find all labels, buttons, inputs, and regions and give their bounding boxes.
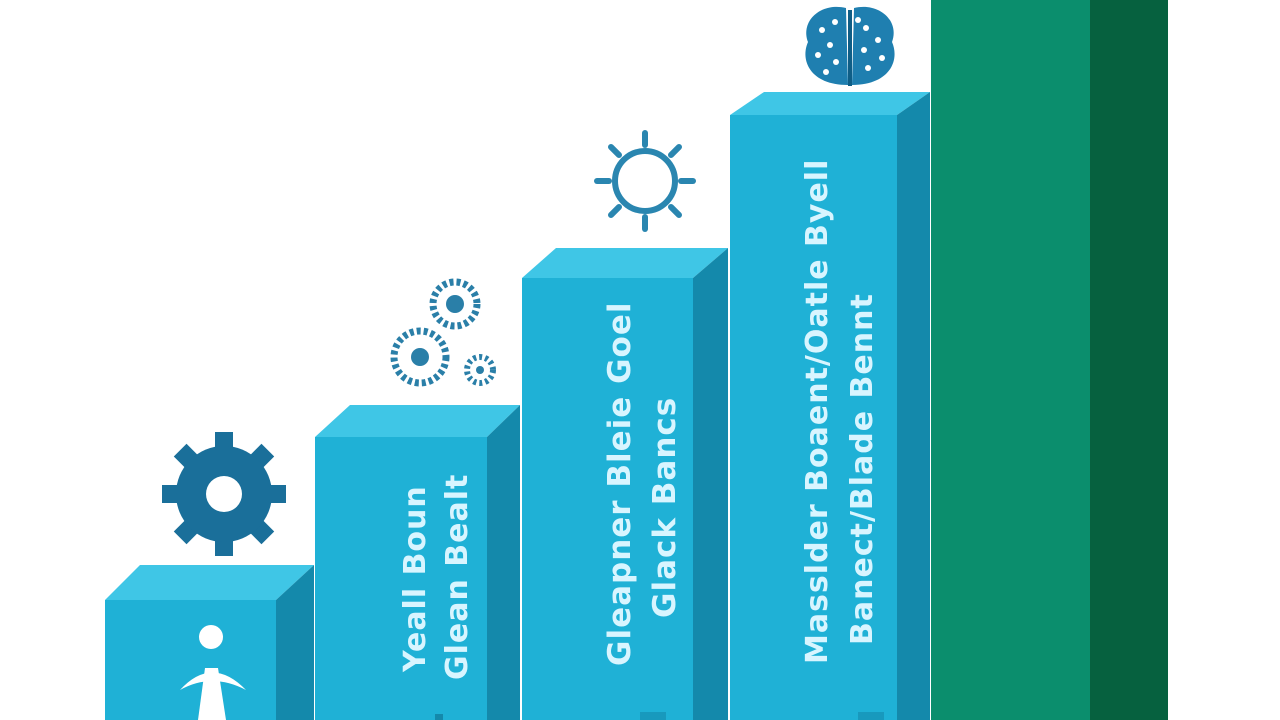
step-4 [730, 92, 930, 720]
step-1 [105, 565, 314, 720]
step-2-label-line-1: Yeall Boun [398, 485, 433, 672]
step-4-label-line-2: Banect/Blade Bennt [845, 293, 880, 645]
step-4-label-line-1: Masslder Boaent/Oatle Byell [800, 158, 835, 664]
step-3-label-line-1: Gleapner Bleie Goel [602, 301, 638, 667]
step-5 [931, 0, 1168, 720]
brain-icon [805, 6, 895, 86]
person-icon [180, 625, 246, 720]
step-2 [315, 405, 520, 720]
step-3 [522, 248, 728, 720]
sun-gear-icon [594, 130, 696, 232]
bottom-marks [435, 712, 884, 720]
step-3-label-line-2: Glack Bancs [647, 396, 683, 618]
gear-icon [162, 432, 286, 556]
gears-cluster-icon [390, 278, 496, 387]
step-2-label-line-2: Glean Bealt [440, 473, 475, 680]
